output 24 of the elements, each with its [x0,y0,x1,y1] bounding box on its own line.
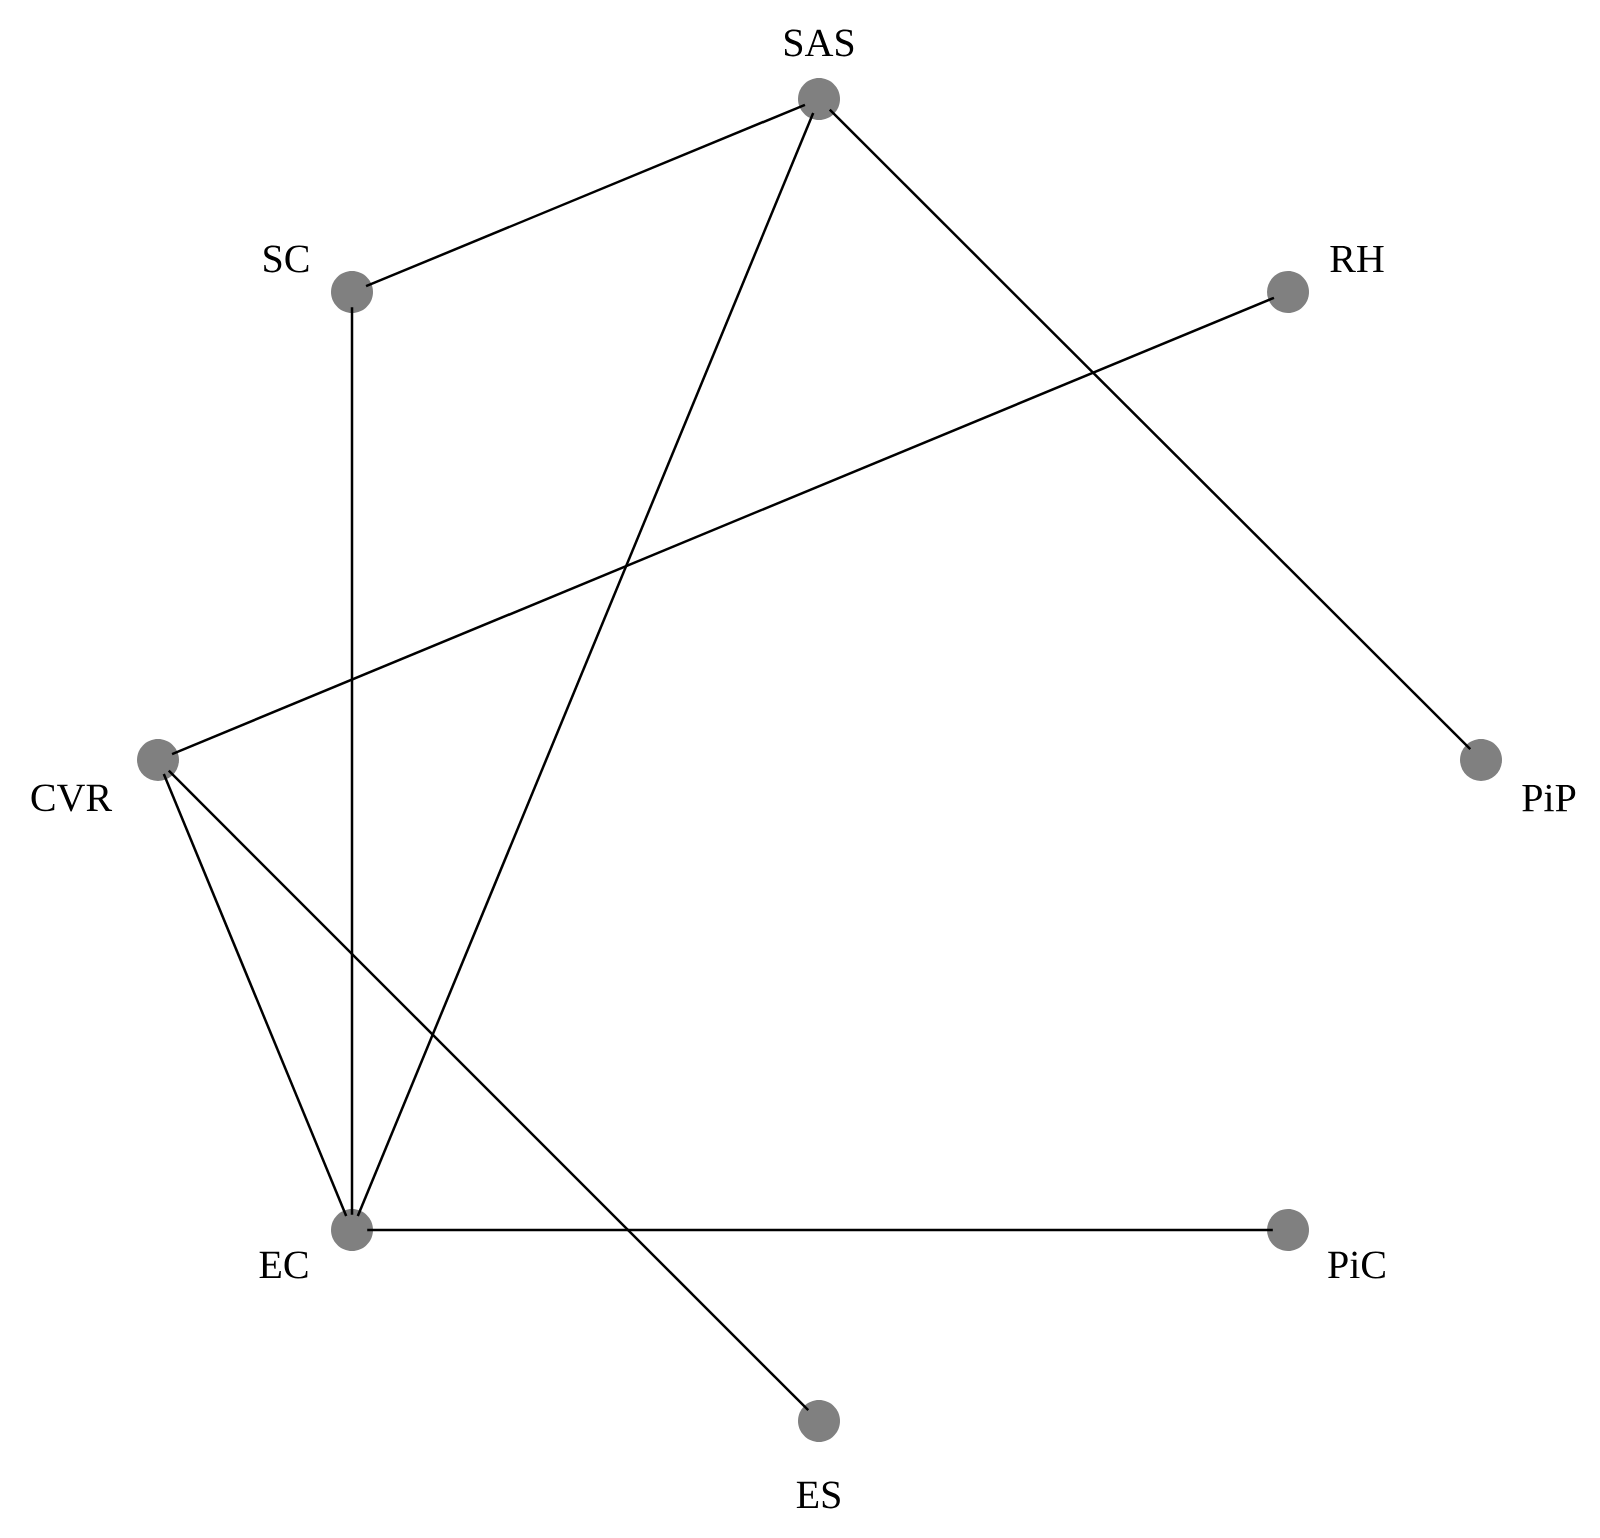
connector-line [162,773,348,1217]
node-label: PiP [1522,784,1576,812]
network-node [798,1400,840,1442]
connector-line [365,103,806,288]
network-node [331,1209,373,1251]
node-label: SC [264,245,309,273]
network-node [137,739,179,781]
connector-line [828,108,1472,751]
network-node [1267,271,1309,313]
network-node [1267,1209,1309,1251]
node-label: EC [259,1251,308,1279]
node-label: CVR [31,784,113,812]
connector-line [167,769,810,1412]
connector-line [356,112,815,1217]
connector-line [171,296,1275,756]
network-node [331,271,373,313]
node-label: ES [796,1481,840,1509]
node-label: SAS [785,29,854,57]
network-node [1460,739,1502,781]
connector-line [350,307,354,1215]
node-label: PiC [1328,1251,1385,1279]
node-label: RH [1330,245,1384,273]
network-node [798,78,840,120]
connector-line [367,1228,1273,1232]
